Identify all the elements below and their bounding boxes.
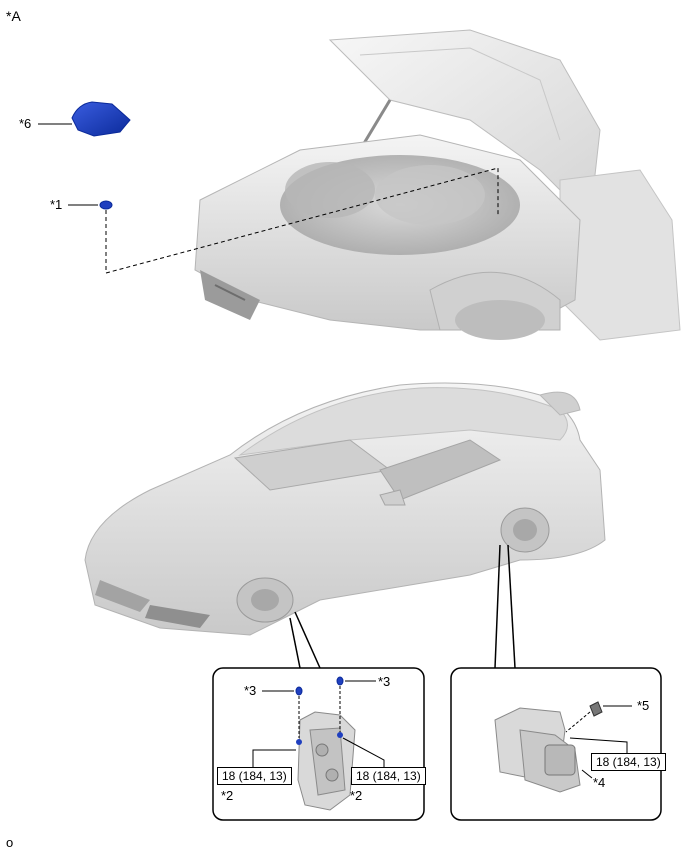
callout-3-right: *3 <box>378 674 391 689</box>
footer-code: o <box>6 835 14 850</box>
callout-2-left: *2 <box>221 788 234 803</box>
connector-rear <box>494 544 501 669</box>
callout-4: *4 <box>593 775 606 790</box>
part-3-right <box>336 676 344 686</box>
callout-3-left: *3 <box>244 683 257 698</box>
engine-bay-illustration <box>194 29 681 341</box>
torque-spec-rear: 18 (184, 13) <box>591 753 666 771</box>
part-1-cap <box>99 200 113 210</box>
callout-2-right: *2 <box>350 788 363 803</box>
part-5-bolt <box>589 701 603 717</box>
connector-front-b <box>289 617 301 669</box>
callout-5: *5 <box>637 698 650 713</box>
leader-1-dashed <box>105 167 499 274</box>
part-3-left <box>295 686 303 696</box>
torque-spec-left: 18 (184, 13) <box>217 767 292 785</box>
figure-label: *A <box>6 8 21 24</box>
rear-caliper <box>494 707 581 793</box>
callout-1: *1 <box>50 197 63 212</box>
torque-spec-right: 18 (184, 13) <box>351 767 426 785</box>
connector-front <box>294 611 321 669</box>
car-illustration <box>84 382 606 636</box>
connector-rear-b <box>507 544 516 669</box>
part-6-cover <box>71 101 131 137</box>
front-caliper <box>297 711 356 811</box>
callout-6: *6 <box>19 116 32 131</box>
